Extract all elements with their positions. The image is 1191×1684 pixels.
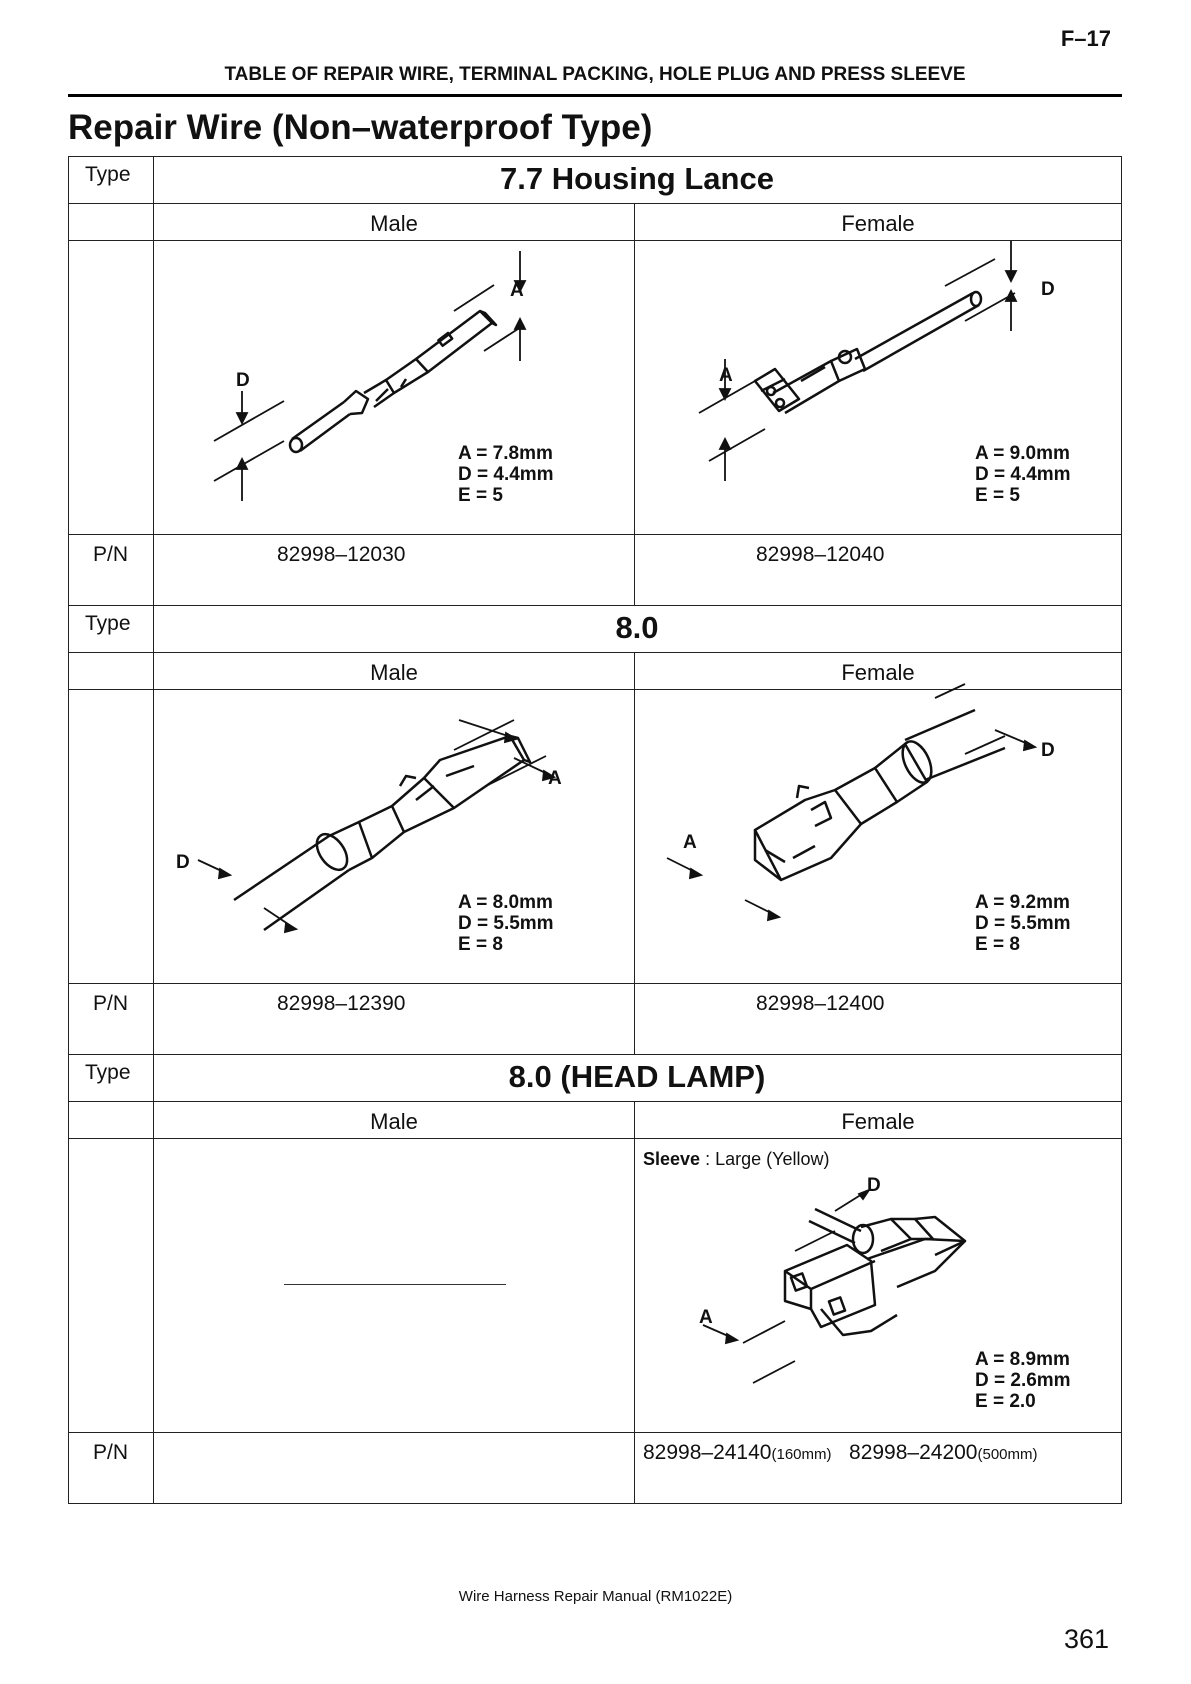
running-head: TABLE OF REPAIR WIRE, TERMINAL PACKING, … xyxy=(224,64,966,85)
female-figure-cell: D A A = 9.2mm D = 5.5mm E = 8 xyxy=(634,683,1122,984)
dim-letter-d: D xyxy=(867,1175,881,1196)
dim-letter-a: A xyxy=(719,365,733,386)
dim-letter-a: A xyxy=(510,280,524,301)
male-header-cell: Male xyxy=(153,203,635,241)
female-header-cell: Female xyxy=(634,652,1122,690)
section-title-head-lamp: 8.0 (HEAD LAMP) xyxy=(508,1059,766,1094)
not-applicable-dash xyxy=(284,1284,506,1285)
header-rule xyxy=(68,94,1122,97)
blank-cell xyxy=(68,652,154,690)
male-label: Male xyxy=(370,1109,418,1134)
female-figure-cell: D A A = 9.0mm D = 4.4mm E = 5 xyxy=(634,240,1122,535)
sleeve-value: : Large (Yellow) xyxy=(700,1149,830,1169)
dim-letter-a: A xyxy=(548,768,562,789)
female-figure-cell: Sleeve : Large (Yellow) D A A = 8.9mm D … xyxy=(634,1138,1122,1433)
dim-e-value: E = 8 xyxy=(975,934,1020,955)
pn-label: P/N xyxy=(93,992,129,1015)
dim-letter-d: D xyxy=(236,370,250,391)
dim-a-value: A = 9.0mm xyxy=(975,443,1070,464)
type-label: Type xyxy=(85,163,131,186)
dim-e-value: E = 2.0 xyxy=(975,1391,1036,1412)
male-header-cell: Male xyxy=(153,1101,635,1139)
male-part-number: 82998–12030 xyxy=(277,543,406,566)
dim-d-value: D = 4.4mm xyxy=(458,464,554,485)
section-header-cell: 7.7 Housing Lance xyxy=(153,156,1122,204)
dim-a-value: A = 8.0mm xyxy=(458,892,553,913)
female-header-cell: Female xyxy=(634,203,1122,241)
dim-d-value: D = 2.6mm xyxy=(975,1370,1071,1391)
female-label: Female xyxy=(841,211,915,236)
female-part-number-500: 82998–24200 xyxy=(849,1441,978,1464)
dim-a-value: A = 7.8mm xyxy=(458,443,553,464)
male-label: Male xyxy=(370,660,418,685)
dim-letter-d: D xyxy=(1041,740,1055,761)
female-pn-cell: 82998–24140(160mm) 82998–24200(500mm) xyxy=(634,1432,1122,1504)
female-terminal-diagram: D A A = 9.0mm D = 4.4mm E = 5 xyxy=(698,241,1071,506)
section-title-8-0: 8.0 xyxy=(615,610,659,645)
sleeve-note: Sleeve : Large (Yellow) xyxy=(643,1149,829,1170)
male-pn-cell: 82998–12390 xyxy=(153,983,635,1055)
female-label: Female xyxy=(841,660,915,685)
pn-label-cell: P/N xyxy=(68,1432,154,1504)
length-500: (500mm) xyxy=(977,1446,1038,1463)
dim-letter-a: A xyxy=(683,832,697,853)
male-figure-cell: A D A = 8.0mm D = 5.5mm E = 8 xyxy=(153,689,635,984)
female-label: Female xyxy=(841,1109,915,1134)
male-pn-cell: 82998–12030 xyxy=(153,534,635,606)
male-pn-cell xyxy=(153,1432,635,1504)
female-pn-cell: 82998–12040 xyxy=(634,534,1122,606)
dim-a-value: A = 8.9mm xyxy=(975,1349,1070,1370)
page-code: F–17 xyxy=(1060,26,1111,51)
section-title: Repair Wire (Non–waterproof Type) xyxy=(68,108,653,147)
dim-e-value: E = 5 xyxy=(975,485,1020,506)
male-figure-cell-empty xyxy=(153,1138,635,1433)
female-pn-cell: 82998–12400 xyxy=(634,983,1122,1055)
female-part-numbers: 82998–24140(160mm) 82998–24200(500mm) xyxy=(643,1441,1038,1465)
blank-cell xyxy=(68,203,154,241)
blank-cell xyxy=(68,240,154,535)
female-terminal-diagram: D A A = 9.2mm D = 5.5mm E = 8 xyxy=(666,683,1071,955)
blank-cell xyxy=(68,689,154,984)
footer-manual-title: Wire Harness Repair Manual (RM1022E) xyxy=(458,1588,733,1605)
female-part-number-160: 82998–24140 xyxy=(643,1441,772,1464)
dim-d-value: D = 5.5mm xyxy=(975,913,1071,934)
section-header-cell: 8.0 xyxy=(153,605,1122,653)
male-header-cell: Male xyxy=(153,652,635,690)
male-figure-cell: A D A = 7.8mm D = 4.4mm E = 5 xyxy=(153,240,635,535)
pn-label: P/N xyxy=(93,1441,129,1464)
type-label: Type xyxy=(85,612,131,635)
female-terminal-diagram: D A A = 8.9mm D = 2.6mm E = 2.0 xyxy=(699,1175,1071,1412)
female-part-number: 82998–12400 xyxy=(756,992,885,1015)
dim-a-value: A = 9.2mm xyxy=(975,892,1070,913)
type-label-cell: Type xyxy=(68,156,154,204)
blank-cell xyxy=(68,1101,154,1139)
type-label-cell: Type xyxy=(68,605,154,653)
sleeve-label: Sleeve xyxy=(643,1149,701,1169)
pn-label-cell: P/N xyxy=(68,534,154,606)
dim-letter-d: D xyxy=(176,852,190,873)
female-part-number: 82998–12040 xyxy=(756,543,885,566)
page-number: 361 xyxy=(1063,1624,1109,1654)
dim-d-value: D = 4.4mm xyxy=(975,464,1071,485)
section-title-housing-lance: 7.7 Housing Lance xyxy=(500,161,774,196)
pn-label-cell: P/N xyxy=(68,983,154,1055)
section-header-cell: 8.0 (HEAD LAMP) xyxy=(153,1054,1122,1102)
male-terminal-diagram: A D A = 8.0mm D = 5.5mm E = 8 xyxy=(176,719,562,955)
female-header-cell: Female xyxy=(634,1101,1122,1139)
male-label: Male xyxy=(370,211,418,236)
male-terminal-diagram: A D A = 7.8mm D = 4.4mm E = 5 xyxy=(213,251,554,506)
male-part-number: 82998–12390 xyxy=(277,992,406,1015)
dim-d-value: D = 5.5mm xyxy=(458,913,554,934)
dim-e-value: E = 8 xyxy=(458,934,503,955)
pn-label: P/N xyxy=(93,543,129,566)
length-160: (160mm) xyxy=(771,1446,832,1463)
type-label-cell: Type xyxy=(68,1054,154,1102)
blank-cell xyxy=(68,1138,154,1433)
dim-letter-a: A xyxy=(699,1307,713,1328)
dim-e-value: E = 5 xyxy=(458,485,503,506)
type-label: Type xyxy=(85,1061,131,1084)
dim-letter-d: D xyxy=(1041,279,1055,300)
